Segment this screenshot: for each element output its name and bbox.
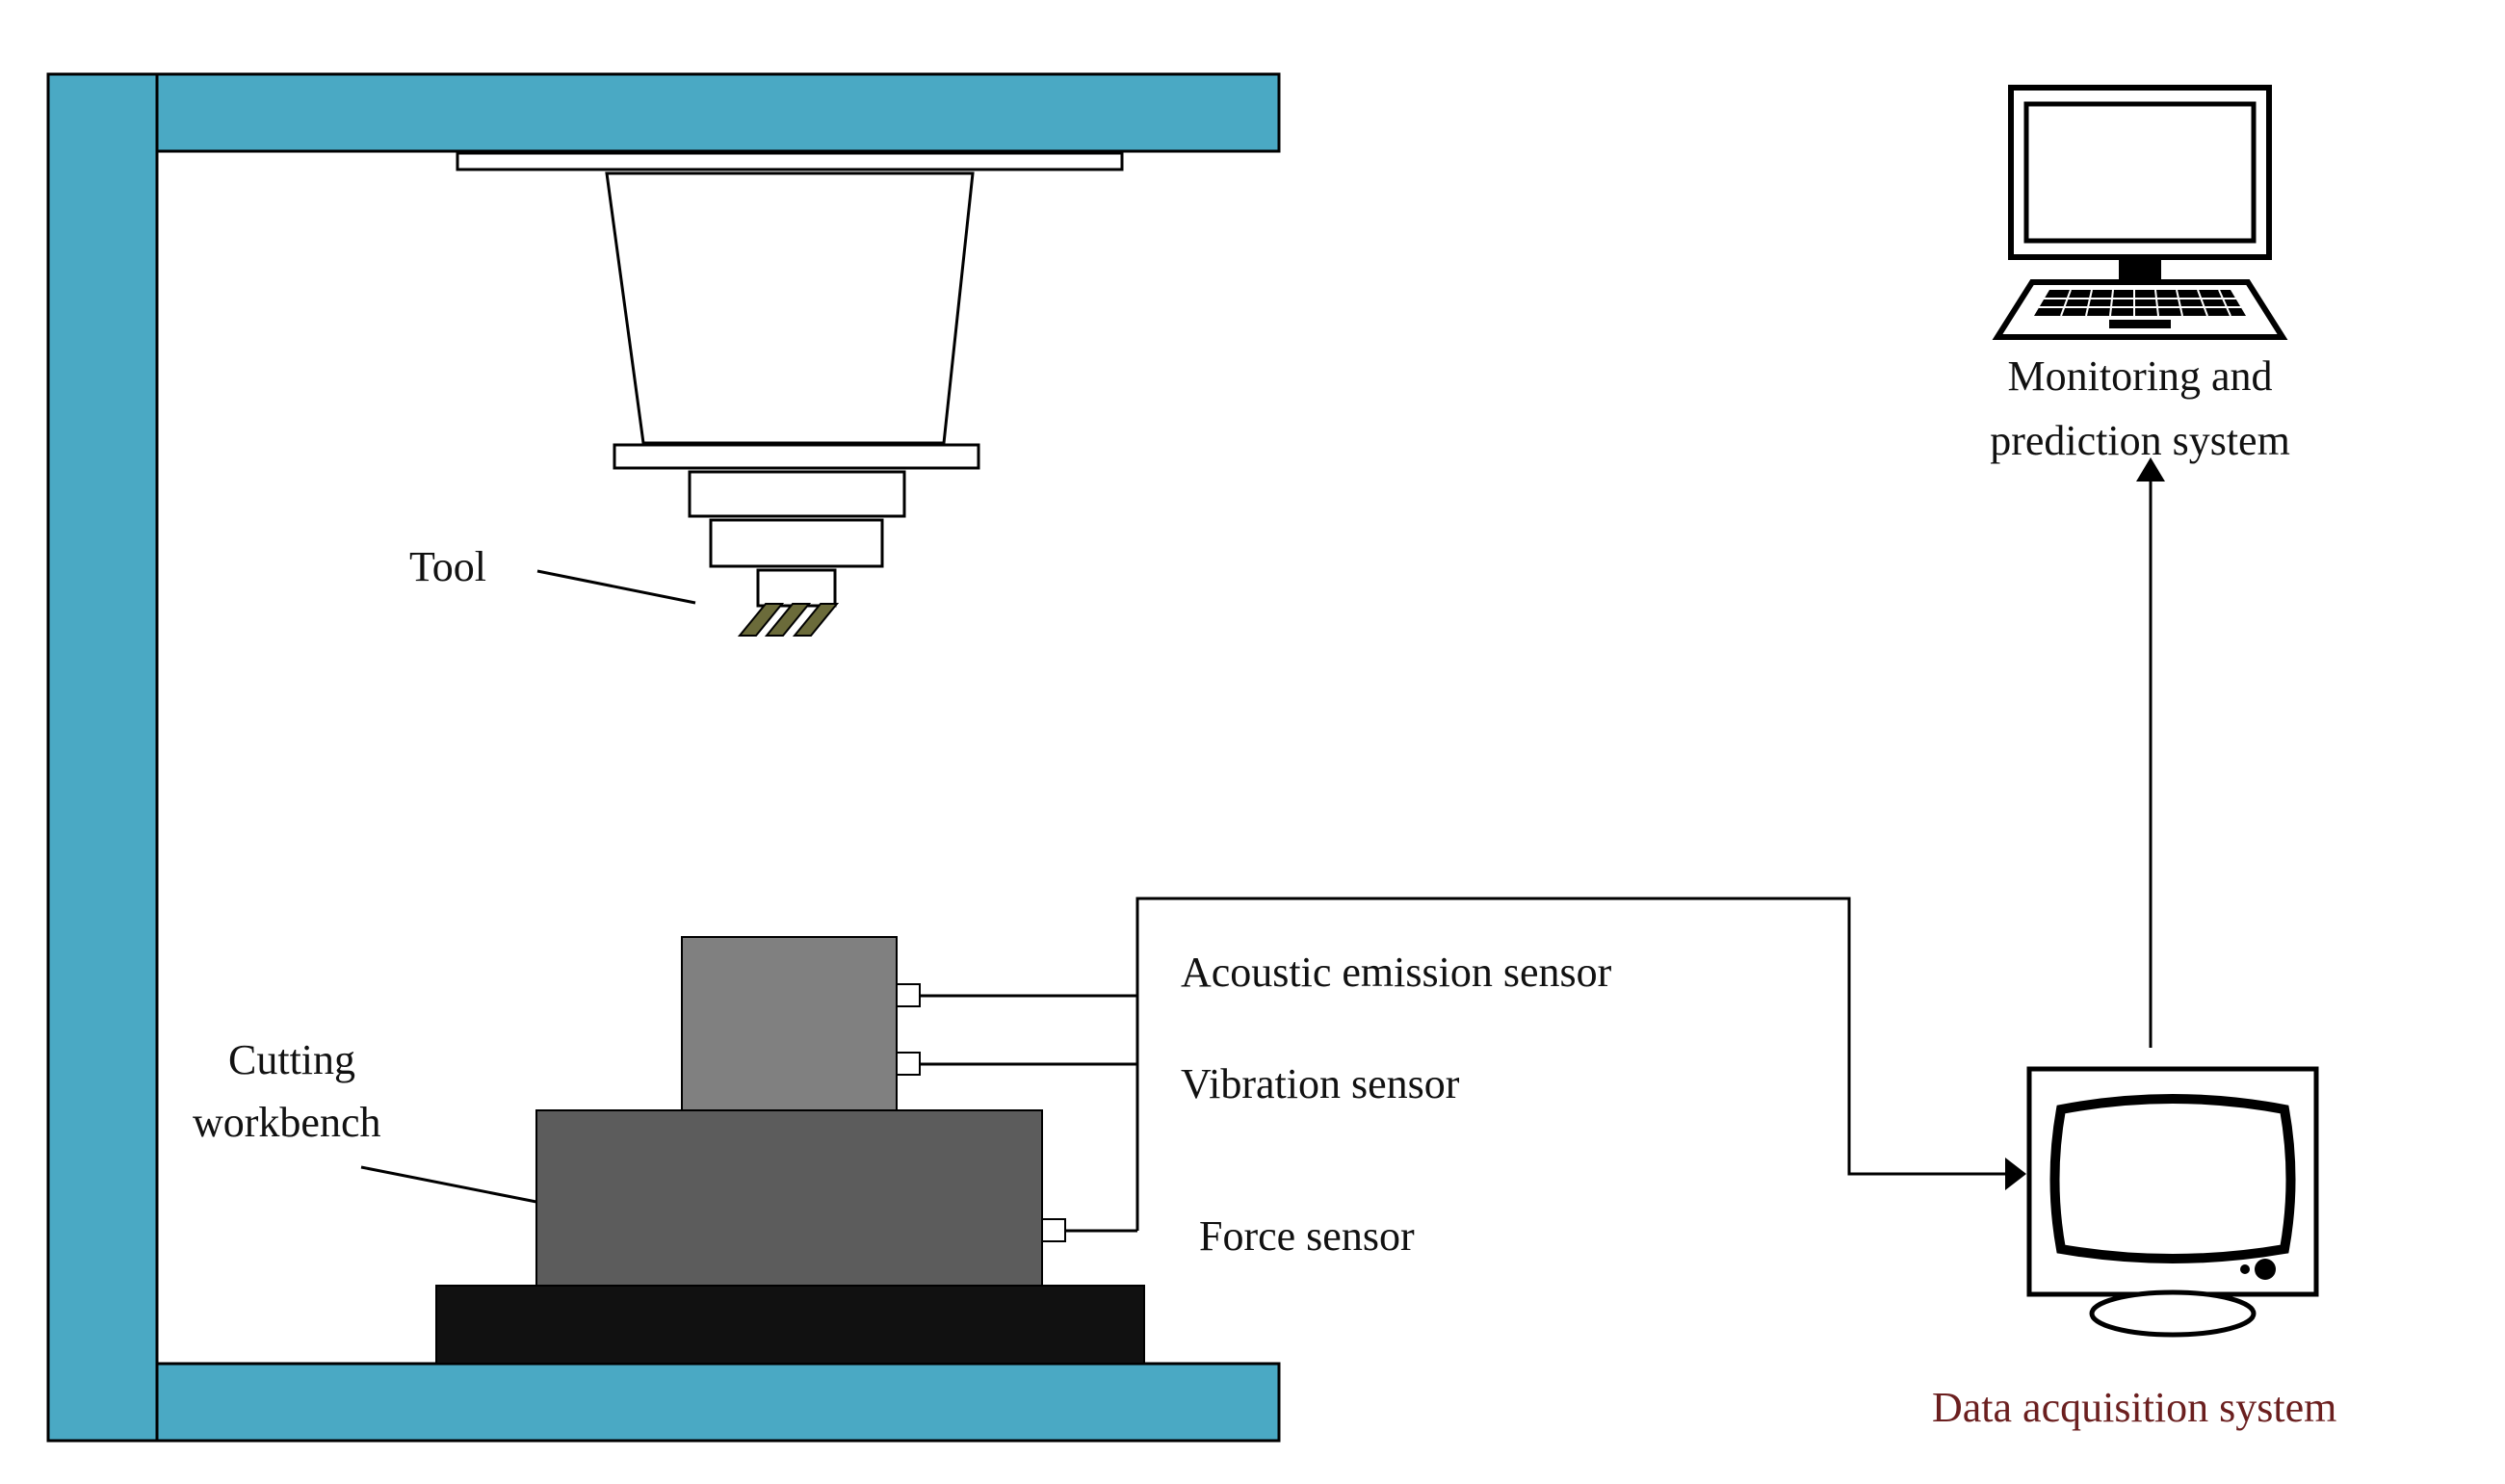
tool-leader-line bbox=[536, 569, 696, 605]
acoustic-emission-sensor bbox=[896, 983, 921, 1007]
tool-shank bbox=[756, 568, 837, 608]
cutting-workbench-label-line1: Cutting bbox=[228, 1036, 355, 1083]
tool-holder bbox=[709, 518, 884, 568]
workbench-leader-line bbox=[360, 1165, 537, 1204]
data-acquisition-system-label: Data acquisition system bbox=[1932, 1384, 2336, 1431]
machine-base bbox=[435, 1285, 1145, 1365]
spindle-flange bbox=[613, 443, 980, 470]
laptop-icon bbox=[1992, 85, 2288, 340]
sensor-wiring bbox=[920, 897, 2008, 1233]
vibration-sensor-label: Vibration sensor bbox=[1181, 1060, 1460, 1107]
arrow-to-monitoring-head bbox=[2136, 457, 2165, 482]
cutting-workbench-label-line2: workbench bbox=[193, 1099, 381, 1146]
frame-top-beam bbox=[155, 72, 1281, 153]
frame-bottom-beam bbox=[155, 1362, 1281, 1443]
arrow-to-data-acquisition bbox=[2005, 1158, 2026, 1190]
force-sensor-label: Force sensor bbox=[1199, 1212, 1415, 1260]
workpiece bbox=[681, 936, 898, 1111]
spindle-collar bbox=[688, 470, 906, 518]
tool-label: Tool bbox=[409, 543, 486, 590]
crt-monitor-icon bbox=[2026, 1066, 2319, 1338]
tool-insert-icon bbox=[737, 603, 840, 637]
monitoring-label-line1: Monitoring and bbox=[2008, 352, 2273, 400]
force-sensor bbox=[1041, 1218, 1066, 1242]
frame-column bbox=[46, 72, 159, 1443]
acoustic-emission-sensor-label: Acoustic emission sensor bbox=[1181, 949, 1612, 996]
vibration-sensor bbox=[896, 1052, 921, 1076]
cutting-workbench bbox=[535, 1109, 1043, 1287]
monitoring-label-line2: prediction system bbox=[1990, 417, 2290, 464]
spindle-assembly bbox=[456, 151, 1124, 608]
machine-frame bbox=[46, 72, 1281, 1443]
spindle-mount-plate bbox=[456, 151, 1124, 171]
spindle-housing bbox=[605, 171, 975, 445]
